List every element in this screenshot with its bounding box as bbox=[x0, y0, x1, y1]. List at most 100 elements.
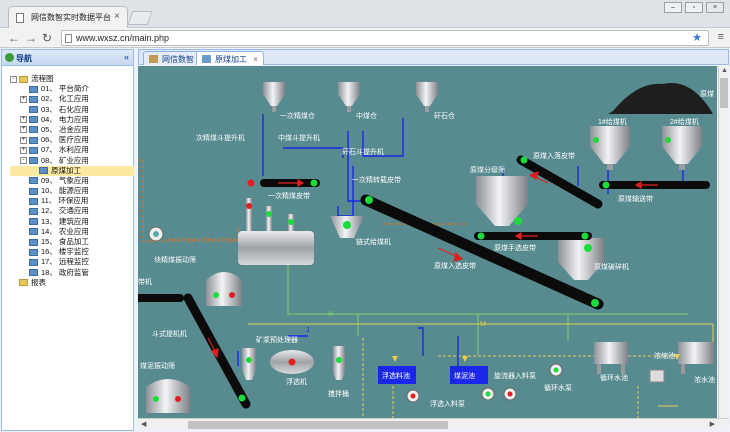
page-icon bbox=[39, 167, 48, 175]
navigation-header: 导航 « bbox=[2, 50, 133, 66]
expand-toggle-icon[interactable]: + bbox=[20, 136, 27, 144]
label-feeder-2: 2#给煤机 bbox=[670, 117, 699, 126]
pulp-processor-icon bbox=[242, 348, 256, 380]
module-icon bbox=[29, 146, 38, 154]
scroll-left-icon[interactable]: ◀ bbox=[141, 421, 147, 428]
sidebar-item-report[interactable]: 报表 bbox=[10, 278, 134, 288]
address-bar[interactable]: www.wxsz.cn/main.php ★ bbox=[61, 30, 709, 46]
diagram-labels: 原煤 1#给煤机 2#给煤机 原煤入落皮带 原煤分级筛 原煤输送带 原煤手选皮带… bbox=[138, 89, 715, 408]
expand-toggle-icon[interactable]: + bbox=[20, 126, 27, 134]
label-bucket-elevator: 斗式提机机 bbox=[152, 329, 187, 338]
sidebar-item[interactable]: 15、 食品加工 bbox=[10, 237, 134, 247]
close-tab-icon[interactable]: × bbox=[114, 11, 120, 22]
vertical-scroll-thumb[interactable] bbox=[720, 78, 728, 108]
feeder-2-icon bbox=[662, 126, 702, 170]
label-thickener: 浓缩池 bbox=[654, 351, 675, 360]
collapse-toggle-icon[interactable]: - bbox=[10, 75, 17, 83]
window-controls: ‒ ▫ × bbox=[664, 2, 724, 14]
label-fine-belt: 一次精煤皮带 bbox=[268, 191, 310, 200]
sidebar-item[interactable]: 13、 建筑应用 bbox=[10, 217, 134, 227]
sidebar-item[interactable]: 原煤加工 bbox=[10, 165, 134, 176]
fine-vibrate-screen-icon bbox=[206, 272, 242, 306]
label-raw-crusher: 原煤破碎机 bbox=[594, 262, 629, 271]
expand-toggle-icon[interactable]: - bbox=[20, 157, 27, 165]
forward-icon[interactable]: → bbox=[25, 31, 37, 45]
sidebar-item-label: 03、 石化应用 bbox=[41, 104, 89, 114]
module-icon bbox=[29, 106, 38, 114]
scada-diagram: 原煤 1#给煤机 2#给煤机 原煤入落皮带 原煤分级筛 原煤输送带 原煤手选皮带… bbox=[138, 66, 717, 418]
sidebar-item[interactable]: -08、 矿业应用 bbox=[10, 156, 134, 166]
flotation-machine-icon bbox=[270, 350, 314, 374]
expand-toggle-icon[interactable]: + bbox=[20, 146, 27, 154]
sidebar-item-label: 16、 楼宇监控 bbox=[41, 247, 89, 257]
sidebar-item[interactable]: +05、 冶金应用 bbox=[10, 125, 134, 135]
browser-tab-title: 网信数智实时数据平台 bbox=[31, 13, 111, 22]
sidebar-item[interactable]: 17、 远程监控 bbox=[10, 257, 134, 267]
stir-tank-icon bbox=[333, 346, 345, 380]
yellow-valve-arrows bbox=[392, 354, 680, 362]
label-gangue-elevator: 矸石斗提升机 bbox=[342, 147, 384, 156]
raw-coal-silo-icon bbox=[476, 176, 528, 226]
back-icon[interactable]: ← bbox=[8, 31, 20, 45]
horizontal-scroll-thumb[interactable] bbox=[188, 421, 448, 429]
sidebar-item-label: 07、 水利应用 bbox=[41, 145, 89, 155]
belt-indicators bbox=[238, 156, 610, 402]
module-icon bbox=[29, 197, 38, 205]
sidebar-item[interactable]: +02、 化工应用 bbox=[10, 94, 134, 104]
close-window-button[interactable]: × bbox=[706, 2, 724, 13]
url-text: www.wxsz.cn/main.php bbox=[76, 33, 170, 43]
page-info-icon[interactable] bbox=[65, 34, 72, 43]
sidebar-item[interactable]: +04、 电力应用 bbox=[10, 115, 134, 125]
expand-toggle-icon[interactable]: + bbox=[20, 116, 27, 124]
tab-raw-coal-label: 原煤加工 bbox=[215, 55, 247, 64]
flow-direction-arrows bbox=[207, 171, 658, 359]
sidebar-item-label: 原煤加工 bbox=[51, 165, 81, 175]
sidebar-item[interactable]: 18、 政府监管 bbox=[10, 268, 134, 278]
new-tab-button[interactable] bbox=[127, 11, 153, 25]
horizontal-scrollbar[interactable]: ◀ ▶ bbox=[138, 418, 729, 430]
sidebar-item[interactable]: 14、 农业应用 bbox=[10, 227, 134, 237]
scroll-up-icon[interactable]: ▲ bbox=[721, 67, 728, 74]
label-hand-select-belt: 原煤手选皮带 bbox=[494, 243, 536, 252]
sidebar-item[interactable]: 01、 平台简介 bbox=[10, 84, 134, 94]
sidebar-item[interactable]: +07、 水利应用 bbox=[10, 145, 134, 155]
sidebar-item-label: 18、 政府监管 bbox=[41, 267, 89, 277]
reload-icon[interactable]: ↻ bbox=[42, 31, 53, 45]
tab-raw-coal[interactable]: 原煤加工 × bbox=[196, 51, 264, 65]
sidebar-item[interactable]: 11、 环保应用 bbox=[10, 196, 134, 206]
sidebar-item-label: 13、 建筑应用 bbox=[41, 216, 89, 226]
module-icon bbox=[29, 95, 38, 103]
close-tab-icon[interactable]: × bbox=[253, 55, 258, 64]
module-icon bbox=[29, 207, 38, 215]
slime-vibrate-screen-icon bbox=[146, 379, 190, 413]
browser-tab[interactable]: 网信数智实时数据平台 × bbox=[8, 6, 128, 28]
sidebar-item-label: 04、 电力应用 bbox=[41, 114, 89, 124]
tree-root-flowchart[interactable]: -流程图 bbox=[10, 74, 134, 84]
label-raw-wash-belt: 原煤入选皮带 bbox=[434, 261, 476, 270]
sidebar-item[interactable]: 16、 楼宇监控 bbox=[10, 247, 134, 257]
sidebar-item[interactable]: 03、 石化应用 bbox=[10, 105, 134, 115]
bookmark-star-icon[interactable]: ★ bbox=[692, 32, 702, 44]
vertical-scrollbar[interactable]: ▲ bbox=[718, 66, 729, 418]
label-circ-pool: 循环水池 bbox=[600, 373, 628, 382]
minimize-button[interactable]: ‒ bbox=[664, 2, 682, 13]
label-slime-vibrate: 煤泥振动筛 bbox=[140, 361, 175, 370]
sidebar-item[interactable]: +06、 医疗应用 bbox=[10, 135, 134, 145]
sidebar-item[interactable]: 10、 能源应用 bbox=[10, 186, 134, 196]
module-icon bbox=[29, 228, 38, 236]
expand-toggle-icon[interactable]: + bbox=[20, 95, 27, 103]
sidebar-item[interactable]: 12、 交通应用 bbox=[10, 206, 134, 216]
menu-icon[interactable]: ≡ bbox=[717, 31, 724, 43]
collapse-panel-button[interactable]: « bbox=[123, 52, 129, 62]
tab-home[interactable]: 网信数智 bbox=[143, 51, 200, 65]
sidebar-item-label: 15、 食品加工 bbox=[41, 237, 89, 246]
sidebar-item[interactable]: 09、 气象应用 bbox=[10, 176, 134, 186]
marker-m: M bbox=[480, 321, 486, 328]
slime-pool-tank bbox=[450, 366, 488, 384]
scroll-right-icon[interactable]: ▶ bbox=[709, 421, 715, 428]
sidebar-item-label: 14、 农业应用 bbox=[41, 226, 89, 236]
browser-toolbar: ← → ↻ www.wxsz.cn/main.php ★ ≡ bbox=[0, 28, 730, 48]
restore-button[interactable]: ▫ bbox=[685, 2, 703, 13]
